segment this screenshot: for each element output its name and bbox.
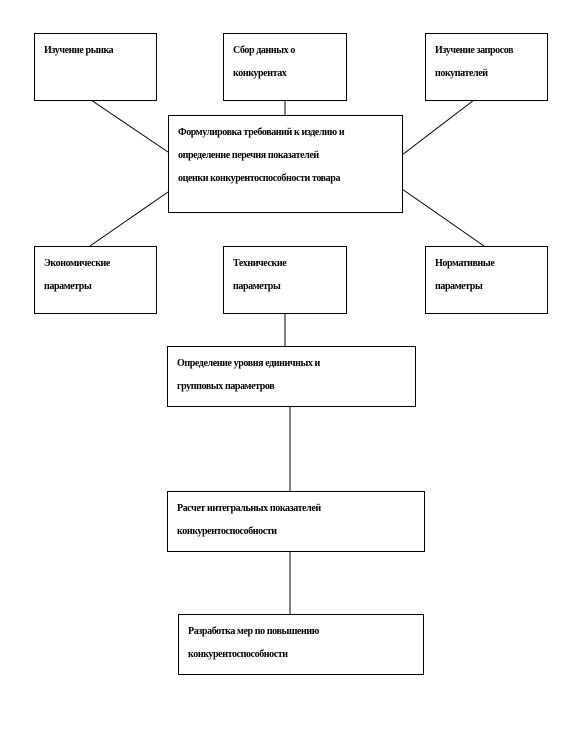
node-normative-line-1: Нормативные [435,258,495,269]
node-levels-line-1: Определение уровня единичных и [177,358,320,369]
node-integral: Расчет интегральных показателей конкурен… [167,491,425,552]
node-economic-line-1: Экономические [44,258,110,269]
node-economic-line-2: параметры [44,281,92,292]
node-buyer-demand-line-2: покупателей [435,68,488,79]
edge-market-to-requirements [90,99,169,153]
edge-requirements-to-economic [89,191,169,247]
node-requirements-line-2: определение перечня показателей [178,150,319,161]
node-competitor-data: Сбор данных о конкурентах [223,33,347,101]
node-levels-line-2: групповых параметров [177,381,275,392]
node-competitor-data-line-1: Сбор данных о [233,45,295,56]
node-measures-line-2: конкурентоспособности [188,649,288,660]
node-technical: Технические параметры [223,246,347,314]
node-competitor-data-line-2: конкурентах [233,68,287,79]
edge-buyers-to-requirements [401,99,475,156]
node-normative-line-2: параметры [435,281,483,292]
node-requirements-line-1: Формулировка требований к изделию и [178,127,345,138]
node-integral-line-2: конкурентоспособности [177,526,277,537]
node-buyer-demand: Изучение запросов покупателей [425,33,548,101]
node-measures: Разработка мер по повышению конкурентосп… [178,614,424,675]
node-economic: Экономические параметры [34,246,157,314]
node-levels: Определение уровня единичных и групповых… [167,346,416,407]
node-measures-line-1: Разработка мер по повышению [188,626,319,637]
node-requirements-line-3: оценки конкурентоспособности товара [178,173,341,184]
node-buyer-demand-line-1: Изучение запросов [435,45,514,56]
node-market-study: Изучение рынка [34,33,157,101]
node-requirements: Формулировка требований к изделию и опре… [168,115,403,213]
edge-requirements-to-normative [401,188,485,247]
node-technical-line-2: параметры [233,281,281,292]
node-normative: Нормативные параметры [425,246,548,314]
node-integral-line-1: Расчет интегральных показателей [177,503,321,514]
node-technical-line-1: Технические [233,258,287,269]
node-market-study-line-1: Изучение рынка [44,45,114,56]
